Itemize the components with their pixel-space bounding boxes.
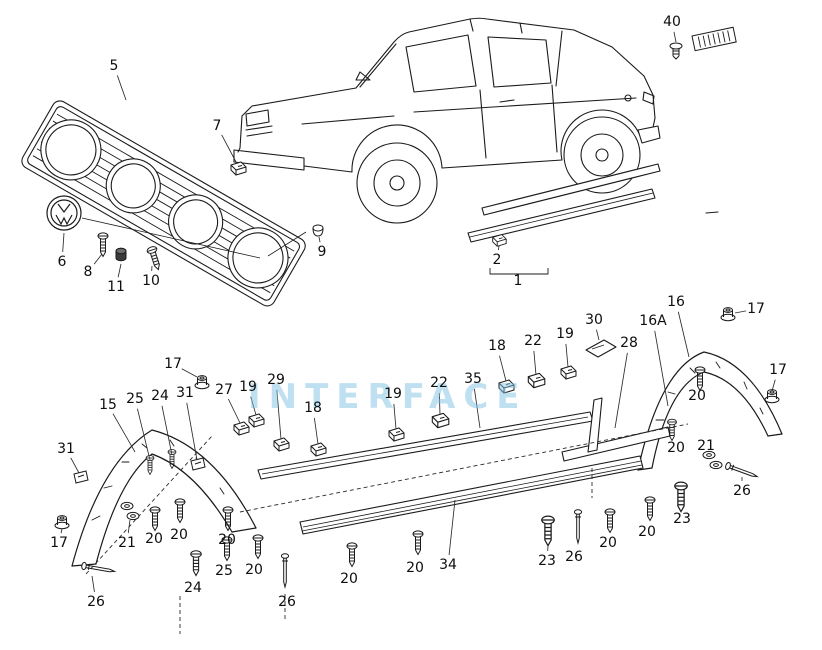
part-label-17: 17 — [164, 356, 182, 372]
part-label-28: 28 — [620, 335, 638, 351]
part-label-20: 20 — [245, 562, 263, 578]
part-label-40: 40 — [663, 14, 681, 30]
part-label-26: 26 — [278, 594, 296, 610]
part-label-21: 21 — [697, 438, 715, 454]
part-label-20: 20 — [170, 527, 188, 543]
part-label-6: 6 — [57, 254, 67, 270]
left-wheel-arch-trim — [71, 429, 257, 567]
part-label-24: 24 — [151, 388, 169, 404]
part-label-7: 7 — [212, 118, 222, 134]
part-label-17: 17 — [769, 362, 787, 378]
part-label-26: 26 — [733, 483, 751, 499]
fasteners — [54, 161, 780, 588]
part-label-20: 20 — [667, 440, 685, 456]
part-label-27: 27 — [215, 382, 233, 398]
part-label-19: 19 — [384, 386, 402, 402]
part-label-5: 5 — [109, 58, 119, 74]
part-label-20: 20 — [638, 524, 656, 540]
nameplate-and-rivet — [669, 26, 737, 60]
part-label-9: 9 — [317, 244, 327, 260]
part-label-20: 20 — [145, 531, 163, 547]
grille-assembly — [21, 100, 307, 307]
part-label-35: 35 — [464, 371, 482, 387]
vw-emblem — [46, 195, 82, 231]
part-label-26: 26 — [87, 594, 105, 610]
part-label-20: 20 — [599, 535, 617, 551]
part-label-25: 25 — [215, 563, 233, 579]
part-label-19: 19 — [239, 379, 257, 395]
part-label-23: 23 — [538, 553, 556, 569]
part-label-22: 22 — [524, 333, 542, 349]
part-label-30: 30 — [585, 312, 603, 328]
part-label-15: 15 — [99, 397, 117, 413]
part-label-34: 34 — [439, 557, 457, 573]
sill-strips — [467, 163, 661, 275]
part-label-21: 21 — [118, 535, 136, 551]
cap-nut — [115, 247, 127, 262]
part-label-10: 10 — [142, 273, 160, 289]
part-label-17: 17 — [747, 301, 765, 317]
part-label-1: 1 — [513, 273, 523, 289]
part-label-18: 18 — [304, 400, 322, 416]
car-illustration — [233, 17, 719, 224]
part-label-8: 8 — [83, 264, 93, 280]
part-label-19: 19 — [556, 326, 574, 342]
part-label-24: 24 — [184, 580, 202, 596]
part-label-22: 22 — [430, 375, 448, 391]
part-label-25: 25 — [126, 391, 144, 407]
part-label-2: 2 — [492, 252, 502, 268]
leader-lines — [60, 31, 776, 593]
part-label-17: 17 — [50, 535, 68, 551]
rocker-mouldings — [257, 339, 671, 535]
part-label-20: 20 — [218, 532, 236, 548]
part-label-16: 16 — [667, 294, 685, 310]
part-label-11: 11 — [107, 279, 125, 295]
part-label-20: 20 — [688, 388, 706, 404]
part-label-20: 20 — [406, 560, 424, 576]
part-label-29: 29 — [267, 372, 285, 388]
part-label-23: 23 — [673, 511, 691, 527]
part-label-18: 18 — [488, 338, 506, 354]
construction-lines — [85, 423, 689, 634]
part-label-26: 26 — [565, 549, 583, 565]
part-label-31: 31 — [57, 441, 75, 457]
part-label-31: 31 — [176, 385, 194, 401]
part-label-16A: 16A — [639, 313, 667, 329]
part-label-20: 20 — [340, 571, 358, 587]
